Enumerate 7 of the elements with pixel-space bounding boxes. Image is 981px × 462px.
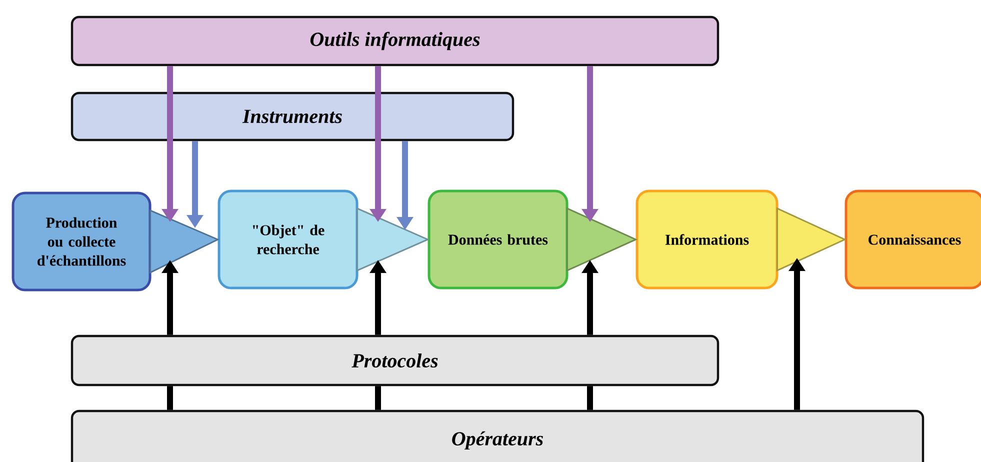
band-box: Protocoles bbox=[70, 334, 720, 386]
process-box: Données brutes bbox=[428, 190, 568, 290]
band-box: Opérateurs bbox=[70, 410, 924, 462]
band-box: Instruments bbox=[70, 92, 514, 142]
process-box: Connaissances bbox=[844, 190, 981, 290]
band-box: Outils informatiques bbox=[70, 16, 720, 66]
process-box: Informations bbox=[636, 190, 778, 290]
